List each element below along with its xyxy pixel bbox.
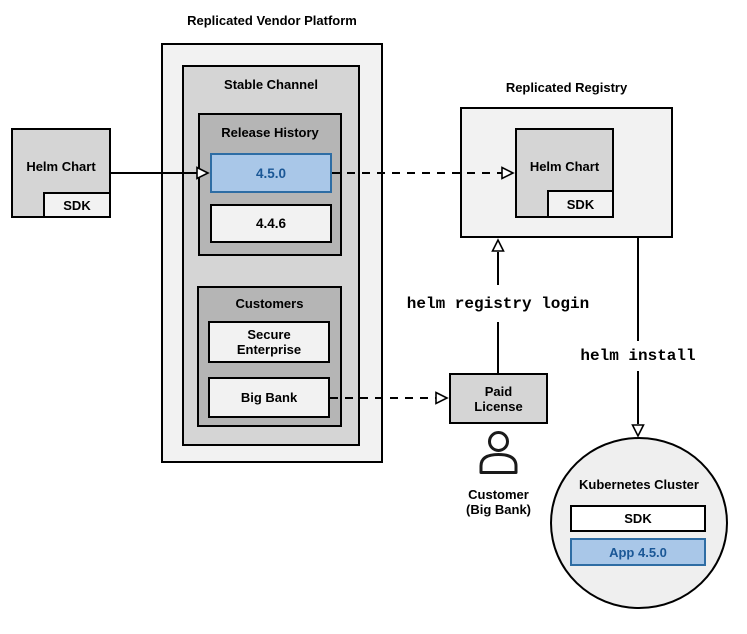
- arrow-license-to-registry-head: [491, 238, 505, 252]
- cluster-app-label: App 4.5.0: [609, 544, 667, 560]
- release-history-title: Release History: [221, 125, 319, 140]
- customer-big-bank-box: Big Bank: [208, 377, 330, 418]
- helm-install-command: helm install: [580, 347, 696, 365]
- customer-caption-line2: (Big Bank): [466, 502, 531, 517]
- source-helm-chart-label: Helm Chart: [26, 158, 96, 174]
- release-version-4-5-0: 4.5.0: [210, 153, 332, 193]
- source-sdk-label: SDK: [63, 197, 91, 213]
- registry-sdk-label: SDK: [566, 196, 595, 212]
- cluster-app-box: App 4.5.0: [570, 538, 706, 566]
- customer-secure-enterprise-box: Secure Enterprise: [208, 321, 330, 363]
- customer-name-label: Secure Enterprise: [236, 327, 302, 357]
- release-version-label: 4.4.6: [255, 216, 287, 231]
- person-icon: [479, 431, 518, 474]
- arrow-bigbank-to-license-head: [435, 391, 449, 405]
- cluster-sdk-box: SDK: [570, 505, 706, 532]
- release-version-4-4-6: 4.4.6: [210, 204, 332, 243]
- customer-caption-line1: Customer: [468, 487, 529, 502]
- helm-registry-login-command: helm registry login: [406, 295, 590, 313]
- customers-title: Customers: [235, 296, 304, 311]
- vendor-platform-title: Replicated Vendor Platform: [187, 13, 357, 28]
- cluster-sdk-label: SDK: [624, 511, 652, 526]
- kubernetes-cluster-circle: Kubernetes Cluster SDK App 4.5.0: [550, 437, 728, 609]
- stable-channel-title: Stable Channel: [224, 77, 318, 92]
- registry-title: Replicated Registry: [505, 80, 628, 95]
- customer-caption: Customer (Big Bank): [448, 487, 549, 517]
- registry-sdk-box: SDK: [547, 190, 614, 218]
- customer-name-label: Big Bank: [240, 390, 298, 405]
- paid-license-label: Paid License: [474, 383, 523, 414]
- paid-license-box: Paid License: [449, 373, 548, 424]
- source-sdk-box: SDK: [43, 192, 111, 218]
- release-version-label: 4.5.0: [255, 165, 287, 181]
- registry-helm-chart-label: Helm Chart: [529, 158, 600, 174]
- arrow-registry-to-cluster-head: [631, 424, 645, 438]
- kubernetes-cluster-title: Kubernetes Cluster: [579, 477, 699, 492]
